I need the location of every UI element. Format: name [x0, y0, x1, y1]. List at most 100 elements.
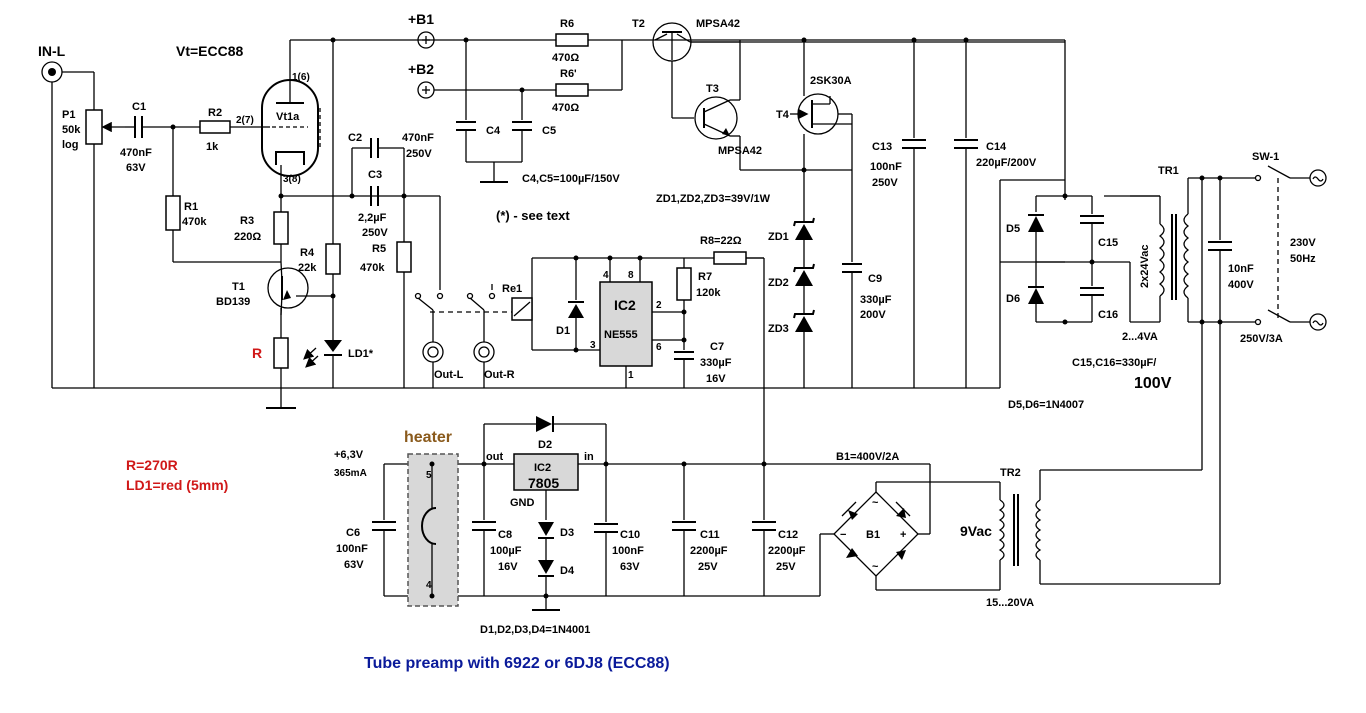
label-r2: R2 — [208, 107, 222, 119]
label-p1: P1 — [62, 109, 75, 121]
label-pin1: 1 — [628, 370, 634, 381]
label-c13-volt: 250V — [872, 177, 898, 189]
c3-capacitor — [370, 186, 379, 206]
label-mains-hz: 50Hz — [1290, 253, 1316, 265]
label-d4: D4 — [560, 565, 575, 577]
label-pin6: 6 — [656, 342, 662, 353]
label-r6p: R6' — [560, 68, 577, 80]
label-c12: C12 — [778, 529, 798, 541]
label-pin2: 2 — [656, 300, 662, 311]
heater-filament — [421, 507, 437, 545]
label-cx-val: 10nF — [1228, 263, 1254, 275]
label-cx-volt: 400V — [1228, 279, 1254, 291]
label-c12-volt: 25V — [776, 561, 796, 573]
label-c6-volt: 63V — [344, 559, 364, 571]
label-ic2b: IC2 — [534, 462, 551, 474]
label-c7-volt: 16V — [706, 373, 726, 385]
label-vt1a: Vt1a — [276, 111, 300, 123]
r5-resistor — [396, 241, 412, 273]
label-out-r: Out-R — [484, 369, 515, 381]
label-c7-val: 330µF — [700, 357, 732, 369]
c11-capacitor — [672, 521, 696, 531]
d3-diode — [538, 522, 554, 539]
label-c13-val: 100nF — [870, 161, 902, 173]
r3-resistor — [273, 211, 289, 245]
label-heater: heater — [404, 429, 452, 446]
label-c2-val: 470nF — [402, 132, 434, 144]
label-out: out — [486, 451, 503, 463]
label-b1-node: +B1 — [408, 11, 434, 27]
label-t4: T4 — [776, 109, 790, 121]
out-r-jack — [473, 341, 495, 363]
c6-capacitor — [372, 521, 396, 531]
label-t3: T3 — [706, 83, 719, 95]
c4-capacitor — [456, 121, 476, 131]
label-c11: C11 — [700, 529, 720, 541]
cx-capacitor — [1208, 241, 1232, 251]
label-in-l: IN-L — [38, 43, 66, 59]
label-c10-volt: 63V — [620, 561, 640, 573]
label-c45-val: C4,C5=100µF/150V — [522, 173, 620, 185]
label-c14-val: 220µF/200V — [976, 157, 1037, 169]
c15-capacitor — [1080, 215, 1104, 224]
label-t1: T1 — [232, 281, 245, 293]
mains-terminal-bottom — [1309, 313, 1327, 331]
label-in: in — [584, 451, 594, 463]
d2-diode — [536, 416, 554, 432]
label-r1: R1 — [184, 201, 198, 213]
label-gnd: GND — [510, 497, 535, 509]
sw1-switch — [1254, 165, 1291, 326]
label-c13: C13 — [872, 141, 892, 153]
diagram-title: Tube preamp with 6922 or 6DJ8 (ECC88) — [364, 655, 670, 672]
label-c1-volt: 63V — [126, 162, 146, 174]
label-c1516-volt: 100V — [1134, 375, 1172, 392]
label-tr2-sec: 9Vac — [960, 523, 992, 539]
label-d1: D1 — [556, 325, 570, 337]
label-r1-val: 470k — [182, 216, 207, 228]
label-r4-val: 22k — [298, 262, 317, 274]
label-d2: D2 — [538, 439, 552, 451]
label-fuse: 250V/3A — [1240, 333, 1283, 345]
c1-capacitor — [134, 116, 143, 138]
label-r-mark: R — [252, 345, 262, 361]
label-c14: C14 — [986, 141, 1007, 153]
ld1-led — [303, 340, 342, 368]
label-pin16: 1(6) — [292, 72, 310, 83]
label-zd1: ZD1 — [768, 231, 789, 243]
label-c8: C8 — [498, 529, 512, 541]
d4-diode — [538, 560, 554, 577]
label-c1: C1 — [132, 101, 146, 113]
label-p1-val: 50k — [62, 124, 81, 136]
label-out-l: Out-L — [434, 369, 464, 381]
label-7805: 7805 — [528, 475, 559, 491]
r6p-resistor — [555, 83, 589, 97]
label-r-val: R=270R — [126, 457, 178, 473]
zd3-zener — [793, 309, 815, 332]
label-pin4: 4 — [603, 270, 609, 281]
label-t2-type: MPSA42 — [696, 18, 740, 30]
label-r6: R6 — [560, 18, 574, 30]
label-c9-volt: 200V — [860, 309, 886, 321]
label-c5: C5 — [542, 125, 556, 137]
c7-capacitor — [674, 351, 694, 360]
mains-terminal-top — [1309, 169, 1327, 187]
label-tr2: TR2 — [1000, 467, 1021, 479]
label-r2-val: 1k — [206, 141, 219, 153]
label-d3: D3 — [560, 527, 574, 539]
label-re1: Re1 — [502, 283, 522, 295]
label-c15: C15 — [1098, 237, 1118, 249]
r7-resistor — [676, 267, 692, 301]
d6-diode — [1028, 286, 1044, 304]
c8-capacitor — [472, 521, 496, 531]
label-r3: R3 — [240, 215, 254, 227]
label-sw1: SW-1 — [1252, 151, 1279, 163]
label-c4: C4 — [486, 125, 501, 137]
re1-contacts — [414, 284, 512, 313]
label-c10: C10 — [620, 529, 640, 541]
label-c6-val: 100nF — [336, 543, 368, 555]
r-resistor — [273, 337, 289, 369]
label-bridge-plus: + — [900, 529, 906, 541]
tr2-transformer — [998, 494, 1042, 566]
label-ne555: NE555 — [604, 329, 638, 341]
